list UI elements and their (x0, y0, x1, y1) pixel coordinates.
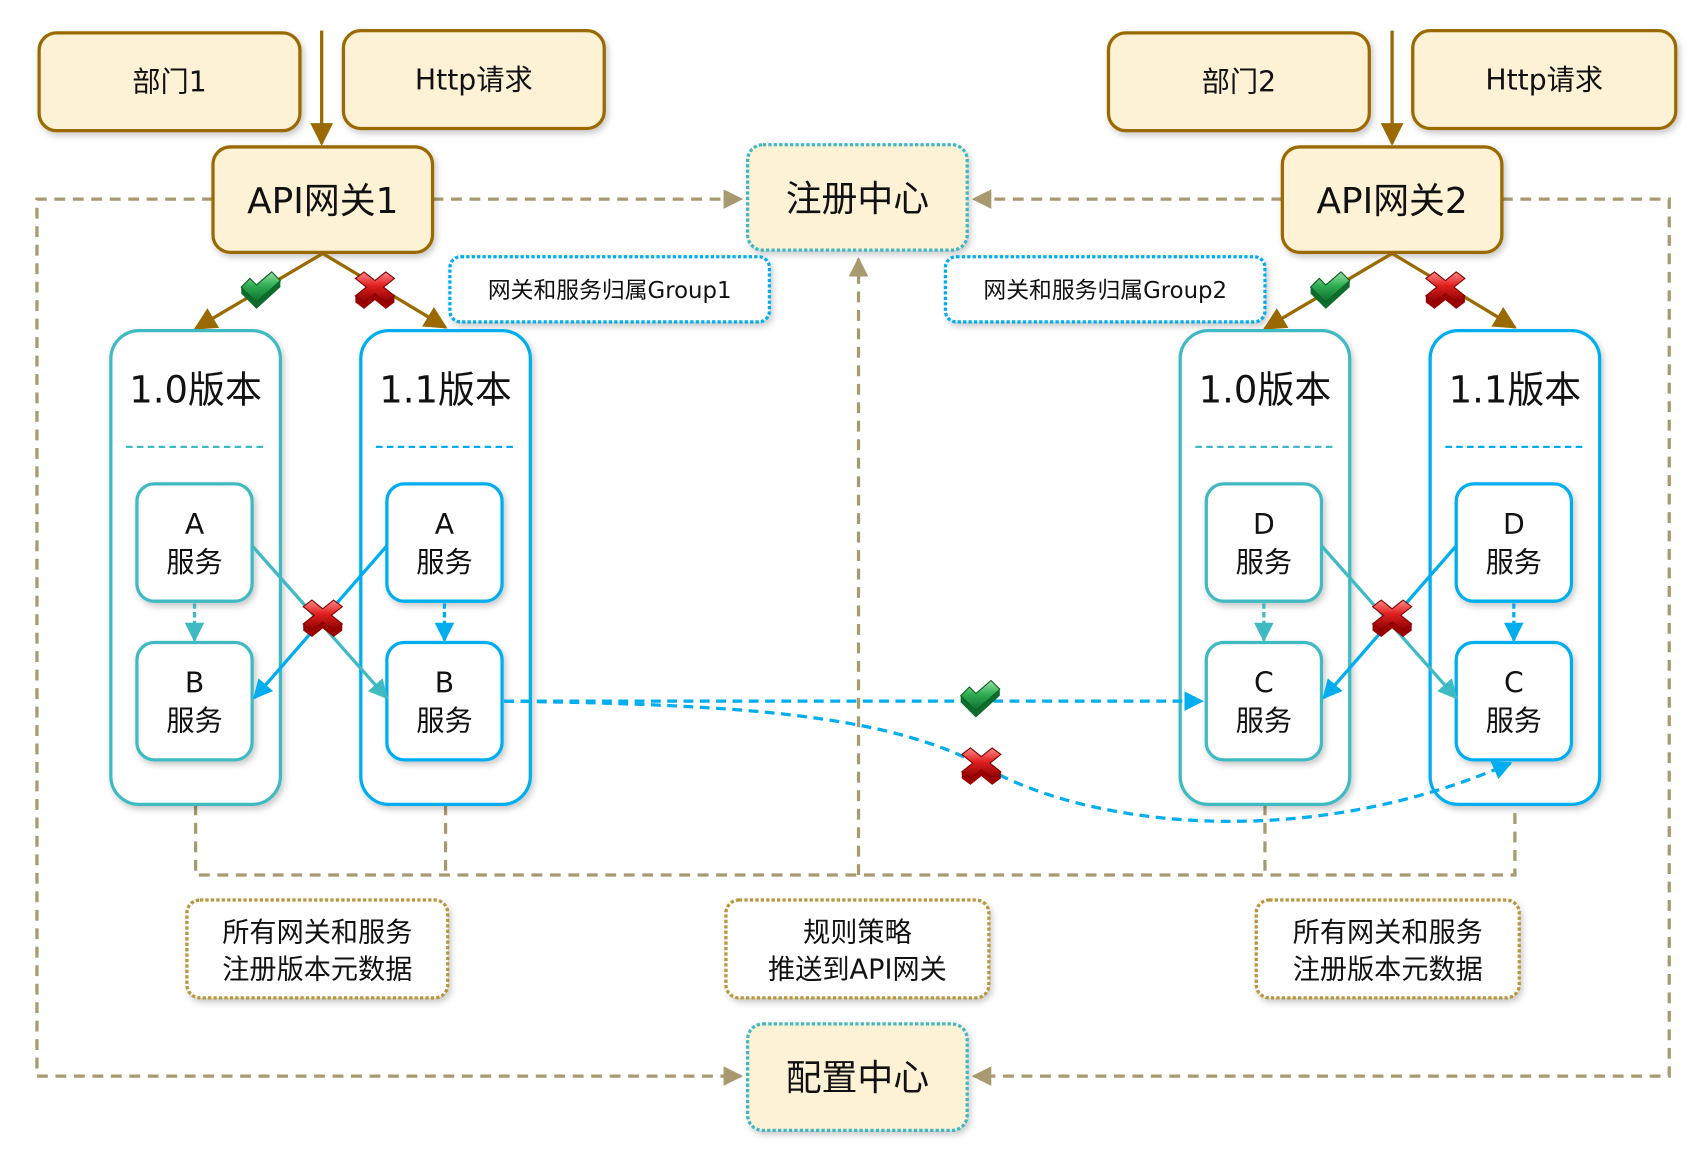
note-left-box (185, 898, 450, 1000)
version-container-right-v11[interactable]: 1.1版本 D 服务 C 服务 (1428, 328, 1602, 807)
cross-group-calls (504, 691, 1513, 823)
note-middle-line-2: 推送到API网关 (768, 954, 947, 985)
registry-center-label: 注册中心 (786, 179, 929, 220)
dept2-node[interactable] (1106, 31, 1371, 133)
check-icon (960, 679, 1001, 719)
service-letter: C (1504, 666, 1524, 699)
group2-label-box (943, 255, 1267, 324)
service-label: 服务 (1486, 705, 1543, 738)
gw2-to-config-line (971, 197, 1671, 1086)
cross-icon (961, 747, 1002, 786)
version-title: 1.0版本 (1199, 368, 1332, 411)
dept2-label: 部门2 (1202, 66, 1276, 99)
version-container-left-v11[interactable]: 1.1版本 A 服务 B 服务 (359, 328, 532, 807)
api-gateway-2-label: API网关2 (1316, 181, 1467, 222)
version-container-left-v10[interactable]: 1.0版本 A 服务 B 服务 (109, 328, 283, 807)
dept1-label: 部门1 (132, 66, 206, 99)
check-icon (1310, 271, 1351, 310)
api-gateway-1-label: API网关1 (247, 181, 398, 222)
cross-icon (1372, 599, 1413, 638)
service-node[interactable]: D 服务 (1454, 482, 1574, 603)
api-gateway-1-node[interactable] (211, 145, 435, 254)
service-letter: B (435, 666, 454, 699)
gw1-to-config-line (35, 197, 744, 1086)
service-label: 服务 (166, 546, 223, 579)
version-title: 1.1版本 (1449, 368, 1582, 411)
note-middle-box (724, 898, 991, 1000)
service-node[interactable]: B 服务 (385, 640, 504, 762)
http-request-2-node[interactable] (1411, 29, 1678, 131)
note-middle-line-1: 规则策略 (803, 917, 912, 948)
cross-icon (1425, 271, 1466, 310)
service-letter: B (185, 666, 204, 699)
note-right-line-1: 所有网关和服务 (1293, 917, 1483, 948)
note-left-line-2: 注册版本元数据 (222, 954, 412, 985)
group1-label: 网关和服务归属Group1 (488, 278, 732, 304)
registry-center-node[interactable] (746, 143, 969, 252)
service-node[interactable]: B 服务 (135, 640, 254, 762)
service-label: 服务 (1486, 546, 1543, 579)
service-letter: D (1503, 508, 1525, 541)
service-letter: D (1253, 508, 1275, 541)
service-letter: A (185, 508, 205, 541)
http-request-2-label: Http请求 (1485, 63, 1603, 96)
config-center-label: 配置中心 (786, 1058, 929, 1099)
services-bus-line (193, 804, 1517, 877)
service-letter: A (435, 508, 455, 541)
left-b-to-right-v11-c-arrow (504, 699, 1513, 823)
service-node[interactable]: C 服务 (1454, 640, 1574, 762)
service-label: 服务 (1236, 546, 1293, 579)
http-request-1-node[interactable] (341, 29, 606, 131)
service-node[interactable]: D 服务 (1204, 482, 1324, 603)
version-container-right-v10[interactable]: 1.0版本 D 服务 C 服务 (1178, 328, 1352, 807)
group2-label: 网关和服务归属Group2 (983, 278, 1227, 304)
service-letter: C (1254, 666, 1274, 699)
version-title: 1.1版本 (379, 368, 512, 411)
service-node[interactable]: A 服务 (385, 482, 504, 603)
service-label: 服务 (416, 705, 473, 738)
note-right-line-2: 注册版本元数据 (1293, 954, 1483, 985)
service-node[interactable]: C 服务 (1204, 640, 1324, 762)
note-left-line-1: 所有网关和服务 (222, 917, 412, 948)
http-request-1-label: Http请求 (415, 63, 533, 96)
cross-icon (302, 599, 343, 638)
service-label: 服务 (1236, 705, 1293, 738)
cross-icon (354, 271, 396, 310)
service-label: 服务 (416, 546, 473, 579)
version-title: 1.0版本 (129, 368, 262, 411)
note-right-box (1254, 898, 1521, 1000)
service-label: 服务 (166, 705, 223, 738)
config-center-node[interactable] (746, 1022, 969, 1133)
dept1-node[interactable] (37, 31, 302, 133)
group1-label-box (448, 255, 772, 324)
check-icon (240, 271, 281, 310)
api-gateway-2-node[interactable] (1280, 145, 1504, 254)
registry-config-connectors (35, 189, 1671, 1086)
service-node[interactable]: A 服务 (135, 482, 254, 603)
